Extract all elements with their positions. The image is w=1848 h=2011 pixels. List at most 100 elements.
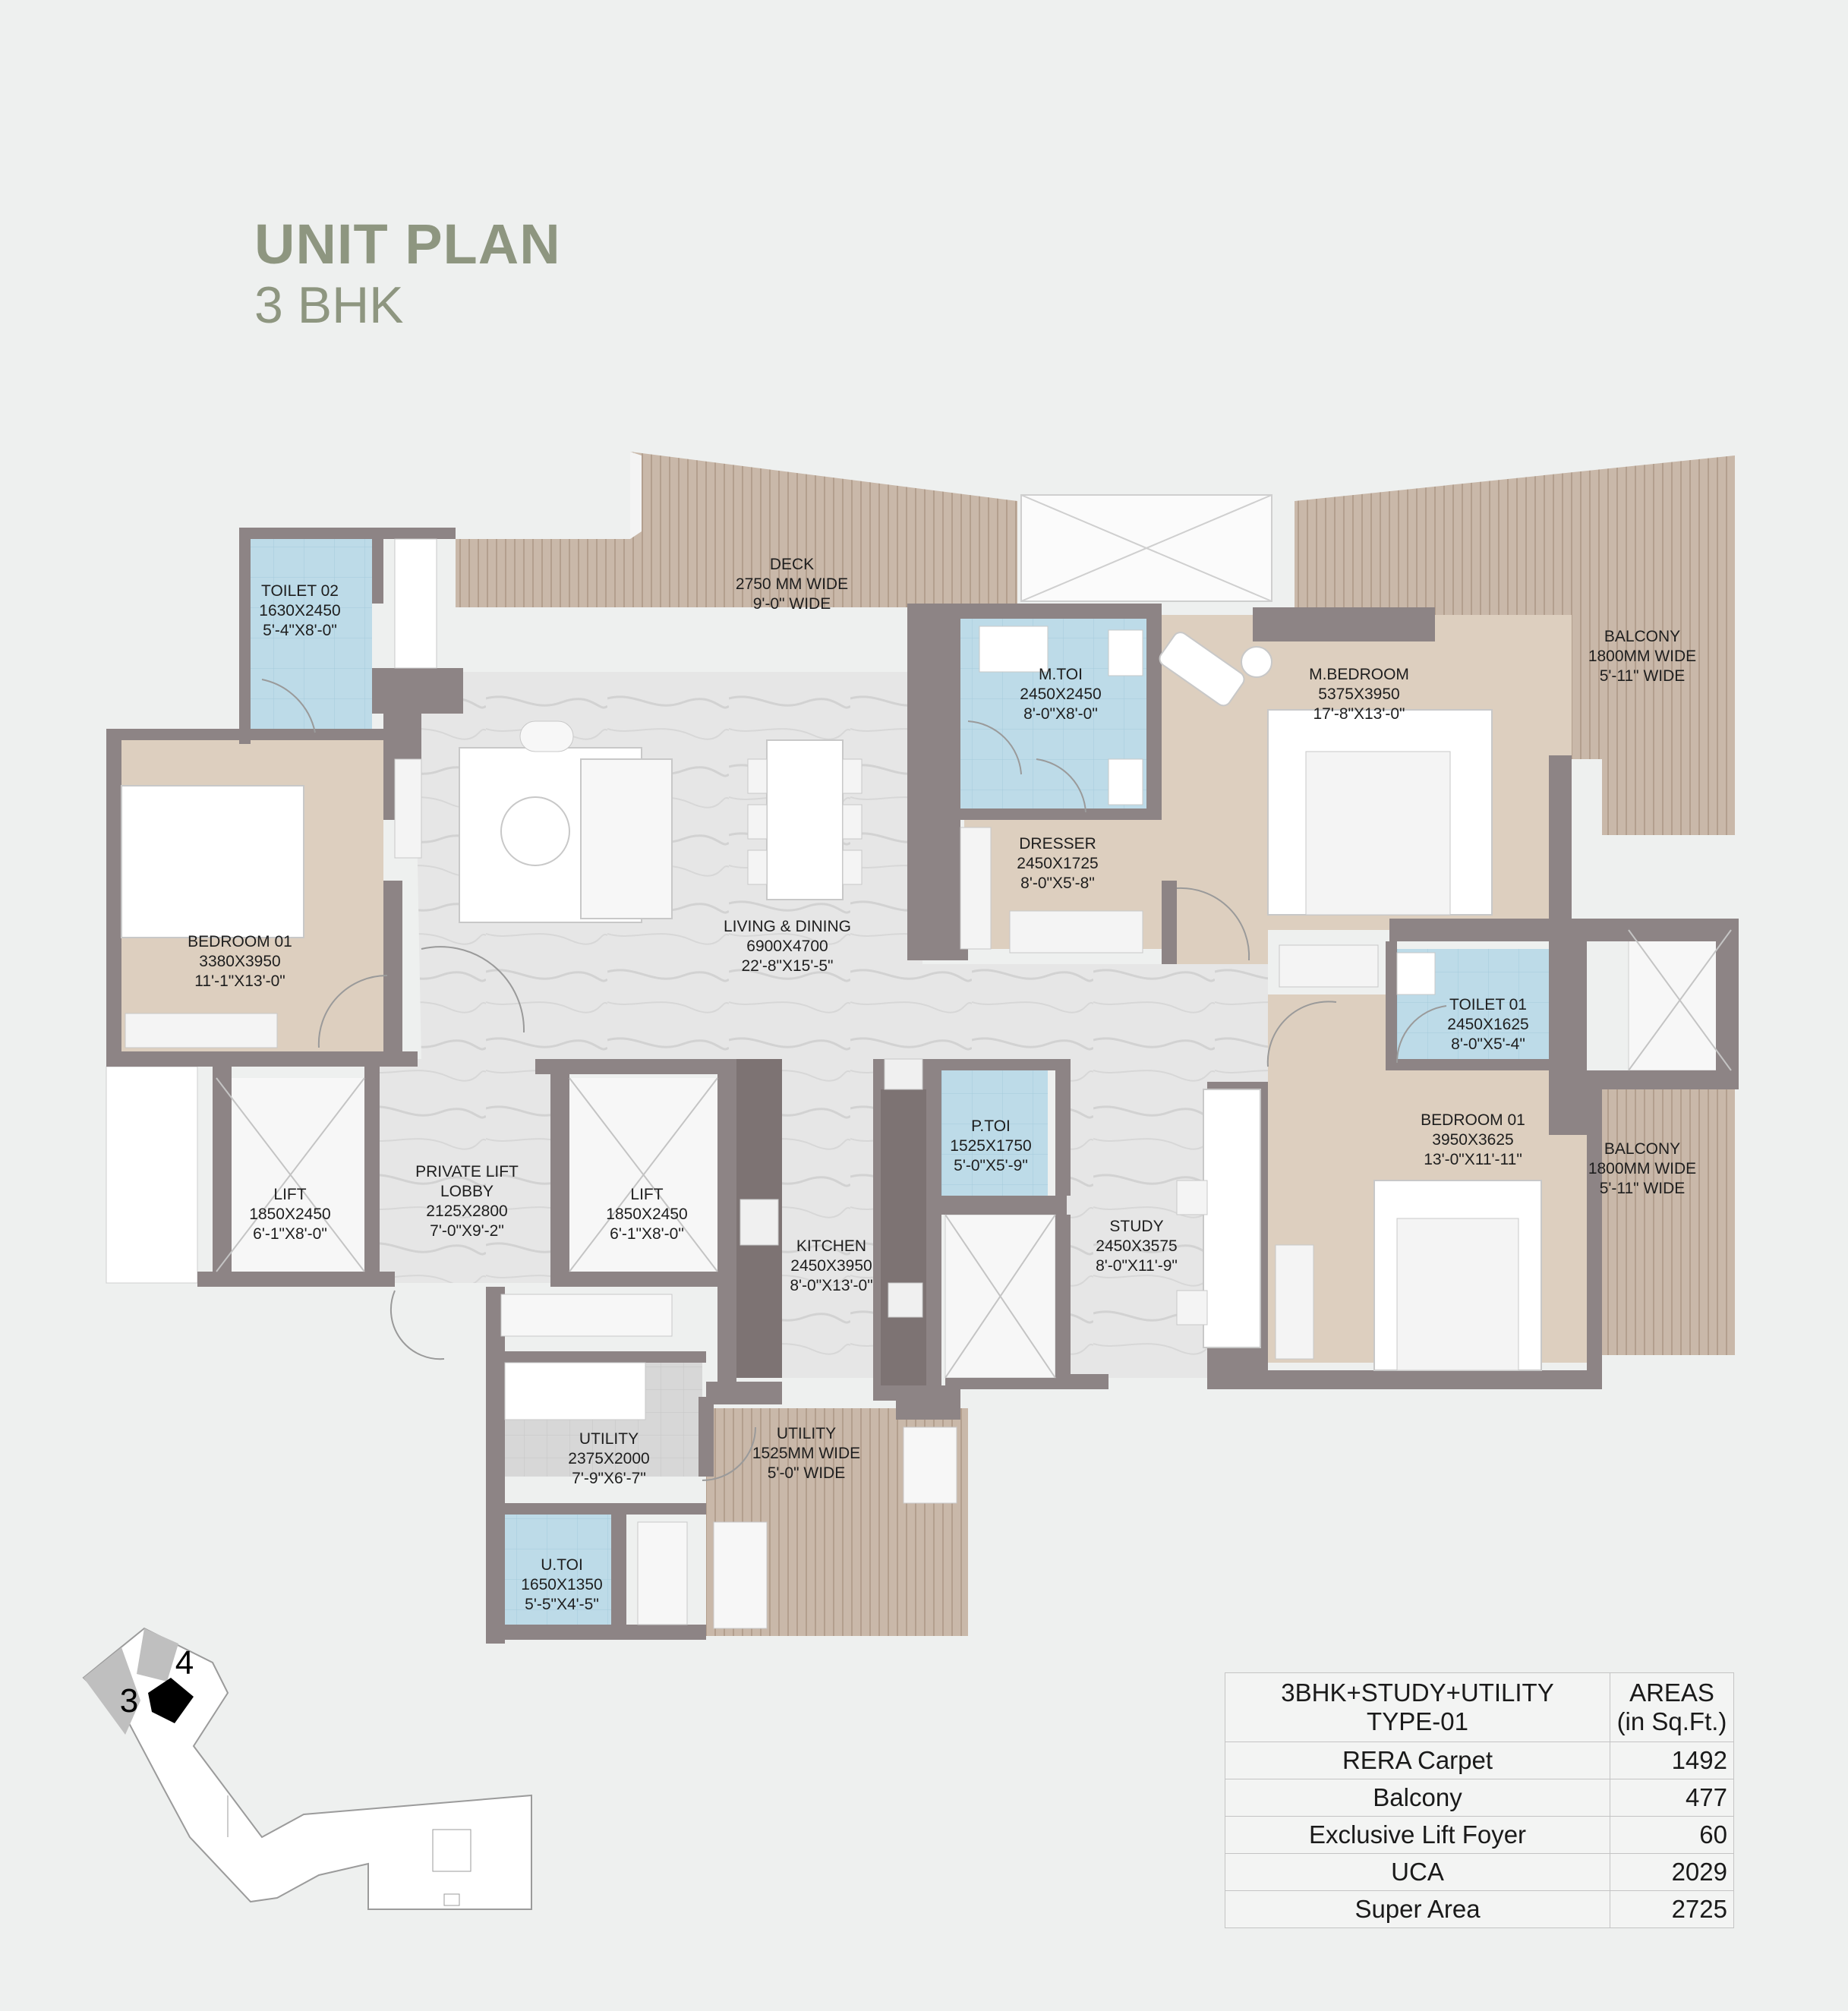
room-label-line: M.TOI: [1039, 666, 1083, 683]
area-table-heading-right: AREAS (in Sq.Ft.): [1610, 1672, 1734, 1742]
row-label: RERA Carpet: [1225, 1742, 1610, 1779]
furniture: [121, 538, 1542, 1625]
heading-line-2: TYPE-01: [1367, 1707, 1468, 1735]
room-label-line: 1525X1750: [950, 1137, 1031, 1155]
room-label-line: PRIVATE LIFT: [415, 1163, 519, 1180]
key-plan: 3 4: [82, 1627, 532, 1910]
room-label-line: 7'-9"X6'-7": [572, 1470, 646, 1487]
shaft-left: [106, 1066, 198, 1284]
room-label-line: 5'-5"X4'-5": [525, 1596, 599, 1613]
table-row: RERA Carpet 1492: [1225, 1742, 1734, 1779]
room-label-line: 13'-0"X11'-11": [1424, 1151, 1522, 1168]
room-label-line: LIFT: [630, 1186, 663, 1203]
room-label-line: UTILITY: [579, 1430, 639, 1448]
room-label-line: 6'-1"X8'-0": [253, 1225, 327, 1243]
room-label-lobby: PRIVATE LIFT LOBBY 2125X2800 7'-0"X9'-2": [415, 1163, 519, 1240]
bed-left: [121, 785, 304, 938]
room-label-line: 7'-0"X9'-2": [430, 1222, 504, 1240]
room-label-line: 2750 MM WIDE: [736, 575, 848, 593]
room-label-line: 5375X3950: [1318, 686, 1399, 703]
room-label-line: DRESSER: [1019, 835, 1096, 853]
key-plan-unit-4: [137, 1628, 178, 1682]
room-label-line: LIFT: [273, 1186, 306, 1203]
room-label-line: U.TOI: [541, 1556, 583, 1574]
room-label-line: 2450X3950: [790, 1257, 872, 1275]
room-label-line: 2125X2800: [426, 1203, 507, 1220]
room-label-line: P.TOI: [971, 1117, 1011, 1135]
room-label-line: 8'-0"X13'-0": [790, 1277, 872, 1294]
doors: [261, 679, 1447, 1481]
room-label-lift-left: LIFT 1850X2450 6'-1"X8'-0": [249, 1186, 330, 1243]
heading-areas: AREAS: [1629, 1678, 1714, 1707]
row-value: 2725: [1610, 1890, 1734, 1928]
page-title: UNIT PLAN: [254, 213, 561, 276]
key-plan-label-3: 3: [120, 1682, 138, 1719]
room-label-line: 9'-0" WIDE: [753, 595, 831, 613]
room-label-line: 6'-1"X8'-0": [610, 1225, 684, 1243]
room-label-line: 3950X3625: [1432, 1131, 1513, 1149]
room-label-line: STUDY: [1109, 1218, 1163, 1235]
table-row: Balcony 477: [1225, 1779, 1734, 1817]
area-table: 3BHK+STUDY+UTILITY TYPE-01 AREAS (in Sq.…: [1225, 1672, 1734, 1928]
room-label-line: 1800MM WIDE: [1588, 1160, 1696, 1177]
wardrobe-left: [125, 1013, 278, 1048]
room-label-line: TOILET 01: [1449, 996, 1527, 1013]
row-label: UCA: [1225, 1853, 1610, 1891]
ptoi-floor: [941, 1063, 1048, 1196]
row-value: 477: [1610, 1779, 1734, 1817]
room-label-line: 17'-8"X13'-0": [1313, 705, 1405, 723]
deck-balconies: [456, 452, 1735, 1636]
room-label-line: TOILET 02: [261, 582, 339, 600]
room-label-ptoi: P.TOI 1525X1750 5'-0"X5'-9": [950, 1117, 1031, 1174]
deck: [456, 452, 1017, 660]
room-label-line: 2450X2450: [1020, 686, 1101, 703]
heading-line-1: 3BHK+STUDY+UTILITY: [1281, 1678, 1554, 1707]
key-plan-marker: [148, 1678, 194, 1723]
room-label-line: BALCONY: [1604, 628, 1680, 645]
room-label-line: BALCONY: [1604, 1140, 1680, 1158]
room-label-line: 2450X3575: [1096, 1237, 1177, 1255]
room-label-utility-balcony: UTILITY 1525MM WIDE 5'-0" WIDE: [752, 1425, 860, 1482]
table-row: Super Area 2725: [1225, 1890, 1734, 1928]
room-label-line: KITCHEN: [796, 1237, 866, 1255]
room-label-line: 5'-0" WIDE: [768, 1464, 845, 1482]
room-label-mtoi: M.TOI 2450X2450 8'-0"X8'-0": [1020, 666, 1101, 723]
room-label-line: 8'-0"X8'-0": [1023, 705, 1098, 723]
room-label-line: 5'-0"X5'-9": [954, 1157, 1028, 1174]
room-label-line: UTILITY: [777, 1425, 836, 1442]
heading-units: (in Sq.Ft.): [1616, 1707, 1727, 1735]
study-desk: [1203, 1089, 1261, 1348]
room-label-line: 1850X2450: [249, 1206, 330, 1223]
room-label-line: LOBBY: [440, 1183, 494, 1200]
area-table-heading-left: 3BHK+STUDY+UTILITY TYPE-01: [1225, 1672, 1610, 1742]
dining-table: [766, 739, 844, 900]
key-plan-outline: [82, 1627, 532, 1910]
room-label-line: 1850X2450: [606, 1206, 687, 1223]
row-label: Balcony: [1225, 1779, 1610, 1817]
room-label-utoi: U.TOI 1650X1350 5'-5"X4'-5": [521, 1556, 602, 1613]
room-label-line: 1525MM WIDE: [752, 1445, 860, 1462]
room-label-line: 8'-0"X11'-9": [1096, 1257, 1178, 1275]
utoi-floor: [505, 1515, 623, 1628]
room-label-line: 1650X1350: [521, 1576, 602, 1593]
row-label: Exclusive Lift Foyer: [1225, 1816, 1610, 1854]
balcony-top-right: [1295, 455, 1735, 835]
room-label-line: 5'-11" WIDE: [1600, 667, 1686, 685]
kitchen-counter-right: [881, 1089, 926, 1385]
room-label-line: 2450X1725: [1017, 855, 1098, 872]
toilet02-floor: [251, 539, 372, 736]
key-plan-label-4: 4: [175, 1644, 194, 1682]
room-label-line: 5'-4"X8'-0": [263, 622, 337, 639]
row-label: Super Area: [1225, 1890, 1610, 1928]
page-subtitle: 3 BHK: [254, 276, 404, 334]
room-label-line: BEDROOM 01: [188, 933, 292, 950]
room-label-line: 8'-0"X5'-4": [1451, 1035, 1525, 1053]
